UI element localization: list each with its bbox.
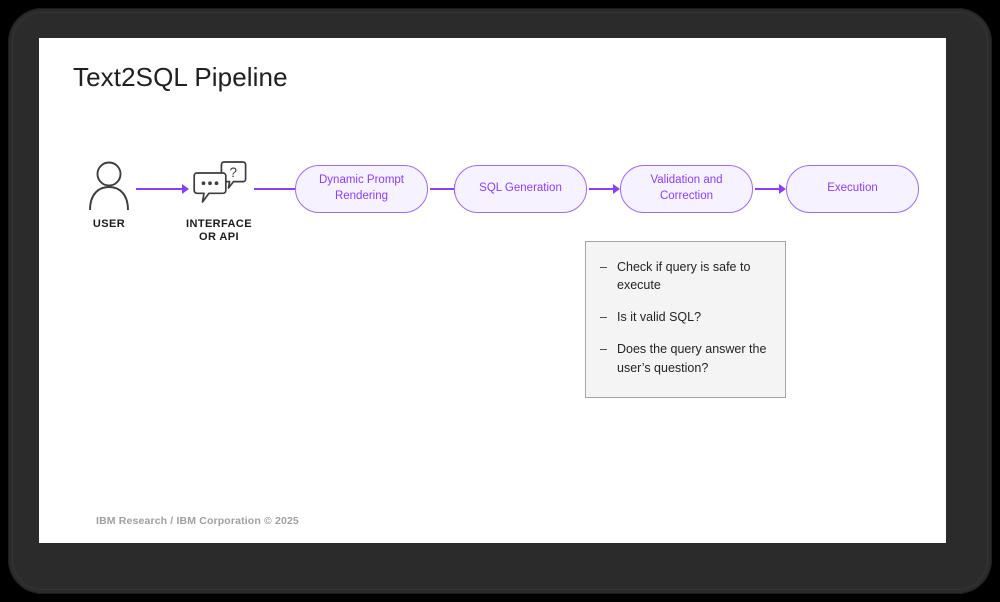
stage-dynamic-prompt-rendering[interactable]: Dynamic Prompt Rendering (295, 165, 428, 213)
arrow-sql-generation-to-validation (589, 184, 620, 194)
interface-label-line2: OR API (199, 231, 239, 244)
stage-sql-generation[interactable]: SQL Generation (454, 165, 587, 213)
svg-text:?: ? (230, 165, 238, 180)
bullet-dash-icon: – (600, 342, 607, 357)
list-item: – Check if query is safe to execute (600, 258, 771, 294)
stage-label-line1: Execution (827, 182, 878, 195)
text2sql-pipeline-diagram: USER ? INTERFACE (39, 38, 946, 543)
interface-icon-label: INTERFACE OR API (154, 218, 284, 244)
stage-validation-and-correction[interactable]: Validation and Correction (620, 165, 753, 213)
device-bezel: Text2SQL Pipeline USER ? (8, 8, 992, 594)
stage-label-line2: Correction (659, 190, 714, 202)
stage-label-line1: Dynamic Prompt (319, 174, 404, 187)
stage-label-line2: Rendering (334, 190, 389, 202)
arrow-user-to-interface (136, 184, 189, 194)
page-title: Text2SQL Pipeline (73, 62, 288, 92)
chat-bubbles-icon: ? (191, 157, 249, 209)
list-item: – Does the query answer the user’s quest… (600, 340, 771, 376)
user-icon (80, 158, 138, 210)
list-item-text: Is it valid SQL? (617, 310, 702, 325)
user-icon-label: USER (92, 218, 126, 230)
validation-checks-callout: – Check if query is safe to execute – Is… (585, 241, 786, 398)
list-item: – Is it valid SQL? (600, 308, 771, 326)
arrow-validation-to-execution (755, 184, 786, 194)
stage-label-line1: Validation and (650, 174, 723, 187)
list-item-text: Check if query is safe to execute (617, 260, 751, 293)
presentation-slide: Text2SQL Pipeline USER ? (39, 38, 946, 543)
list-item-text: Does the query answer the user’s questio… (617, 342, 767, 375)
stage-execution[interactable]: Execution (786, 165, 919, 213)
interface-label-line1: INTERFACE (186, 218, 252, 230)
stage-label-line1: SQL Generation (479, 182, 562, 195)
slide-footer: IBM Research / IBM Corporation © 2025 (96, 515, 299, 527)
bullet-dash-icon: – (600, 260, 607, 274)
bullet-dash-icon: – (600, 310, 607, 325)
